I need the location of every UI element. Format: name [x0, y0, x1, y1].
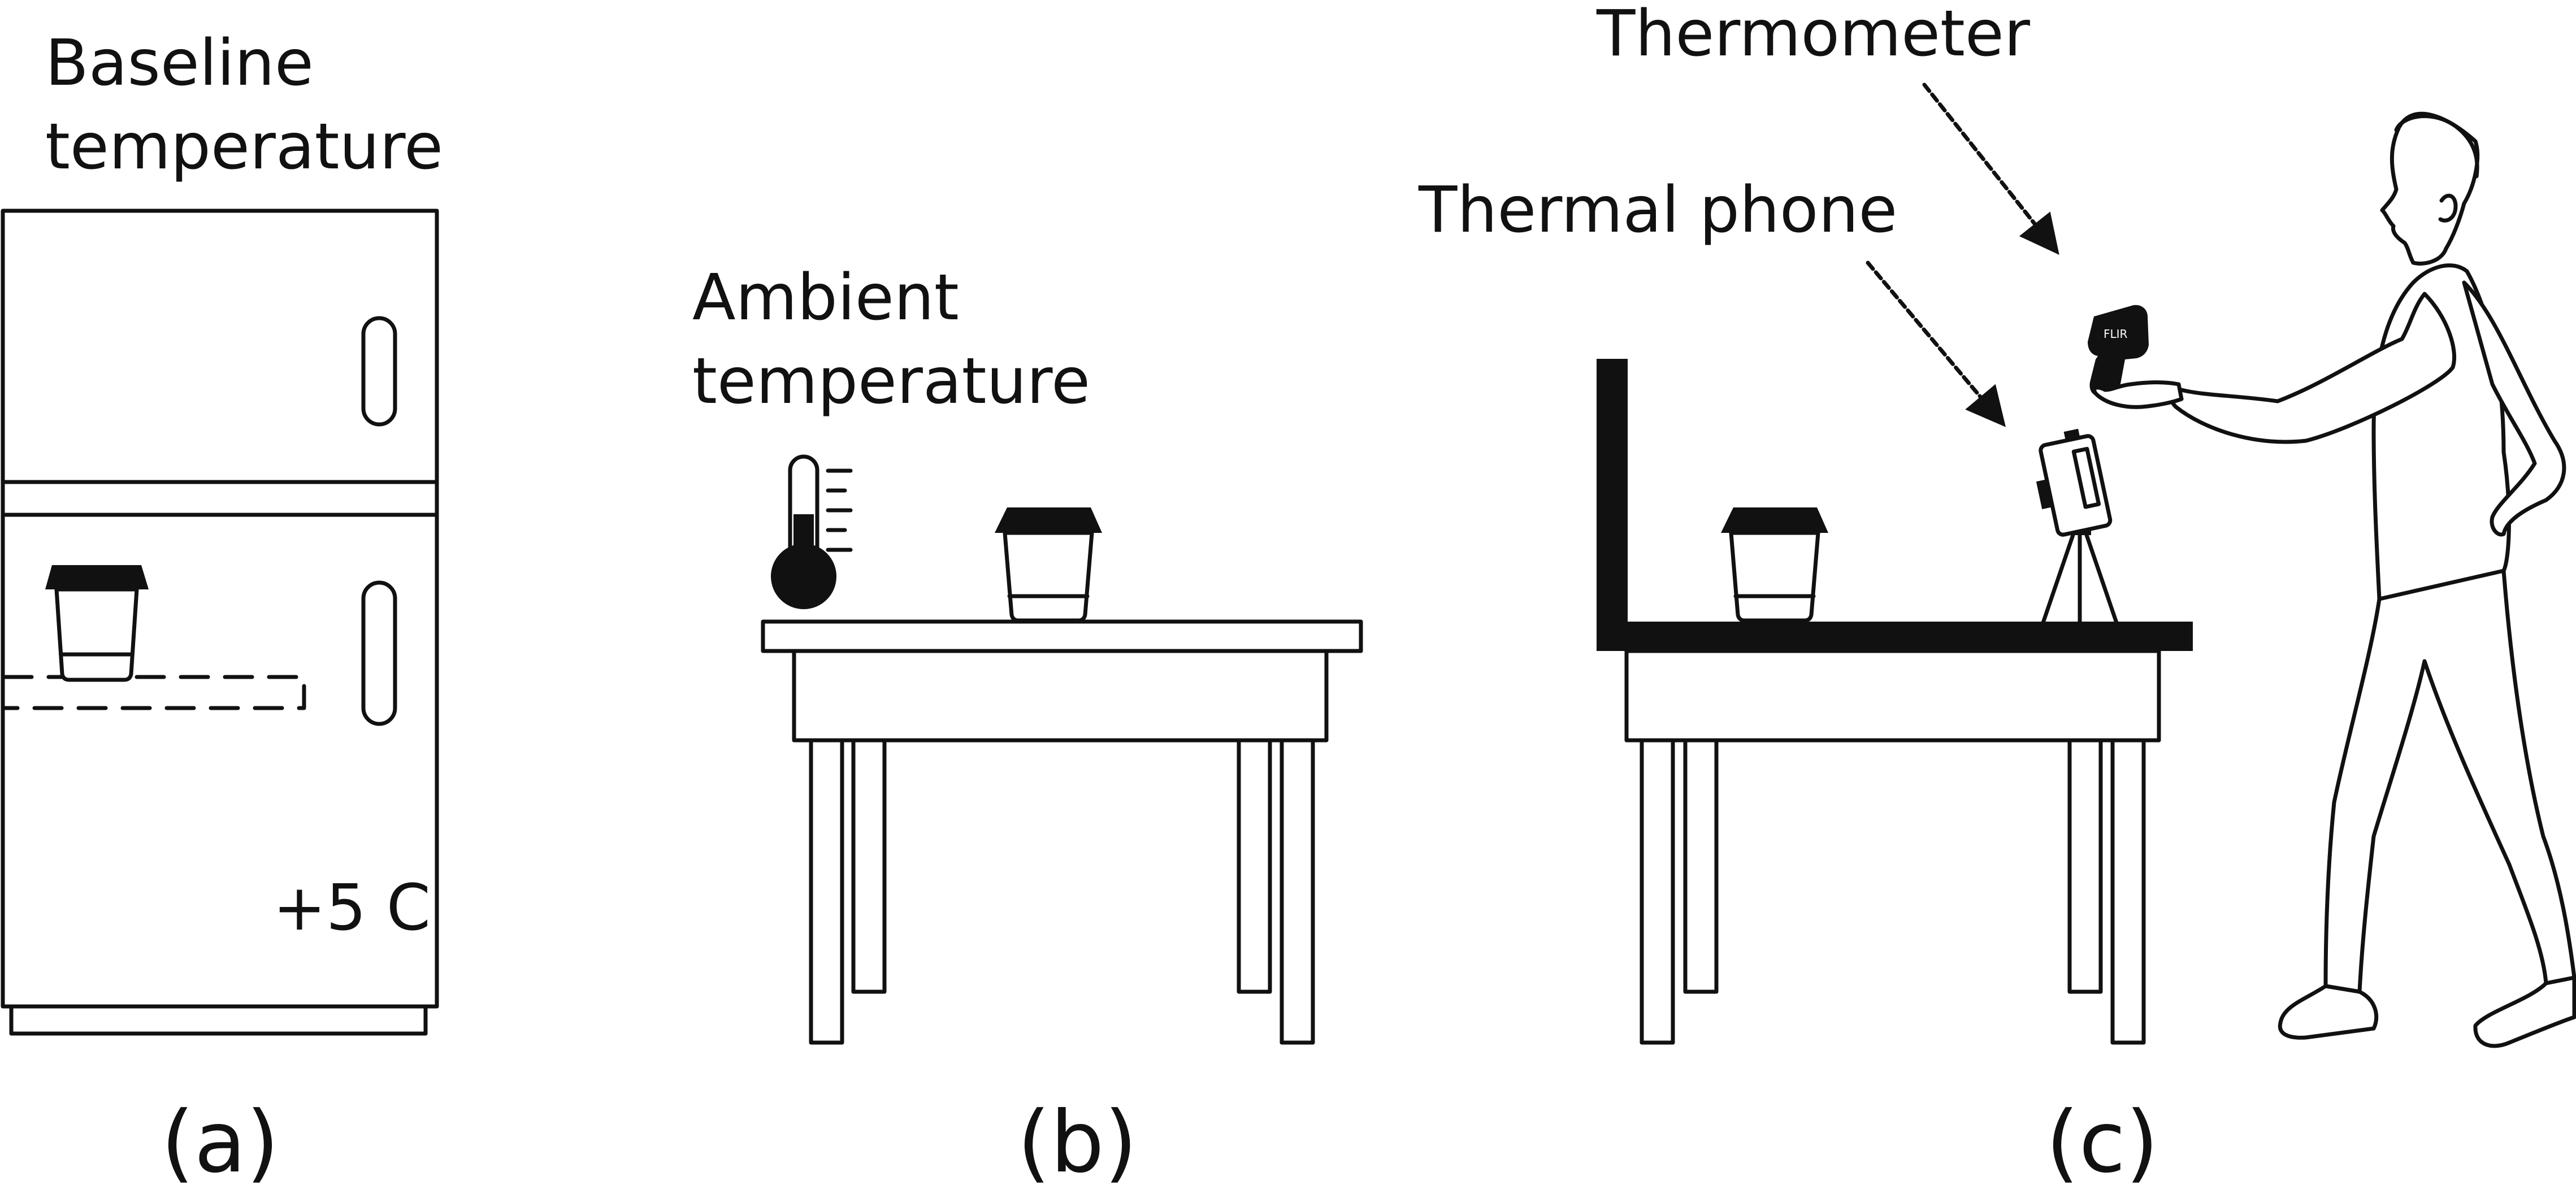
refrigerator: +5 C	[1, 209, 439, 1036]
person-arm-left	[2462, 280, 2566, 537]
table-c	[1624, 649, 2161, 1045]
person-shoe-left	[2278, 984, 2379, 1040]
table-b	[761, 619, 1363, 1045]
caption-b: (b)	[1017, 1093, 1137, 1192]
person-shoe-right	[2473, 975, 2576, 1048]
panel-b: Ambient temperature (b)	[692, 261, 1363, 1192]
fridge-shelf-dashed	[2, 675, 306, 710]
thermal-phone-label: Thermal phone	[1418, 173, 1897, 247]
backdrop-board	[1597, 359, 2193, 651]
cup-on-table-c	[1721, 507, 1828, 623]
panel-a: Baseline temperature +5 C (a)	[1, 27, 443, 1192]
panel-c: Thermometer Thermal phone	[1418, 0, 2576, 1192]
baseline-title-line2: temperature	[45, 110, 443, 184]
person-legs	[2323, 568, 2576, 994]
device-brand-label: FLIR	[2104, 327, 2128, 341]
ambient-title-line2: temperature	[692, 345, 1090, 418]
handheld-thermal-camera: FLIR	[2088, 305, 2184, 409]
cup-in-fridge	[45, 565, 149, 682]
ambient-title-line1: Ambient	[692, 261, 959, 335]
baseline-title-line1: Baseline	[45, 27, 314, 100]
person-arm-right	[2169, 292, 2457, 444]
fridge-lower-handle	[361, 580, 397, 726]
thermal-phone-on-tripod	[2036, 428, 2119, 625]
fridge-upper-handle	[361, 316, 397, 427]
thermometer-label: Thermometer	[1596, 0, 2031, 71]
caption-a: (a)	[161, 1093, 279, 1192]
thermometer-icon	[771, 454, 853, 609]
person-head	[2380, 111, 2480, 266]
cup-on-table-b	[995, 507, 1102, 623]
caption-c: (c)	[2046, 1093, 2159, 1192]
thermal-phone-icon	[2036, 428, 2113, 537]
tripod-icon	[2041, 523, 2119, 625]
thermometer-arrow	[1922, 83, 2059, 255]
person-holding-thermometer	[2169, 111, 2576, 1048]
person-hand	[2092, 380, 2184, 409]
thermal-phone-arrow	[1866, 261, 2006, 427]
fridge-temperature-label: +5 C	[273, 871, 431, 945]
